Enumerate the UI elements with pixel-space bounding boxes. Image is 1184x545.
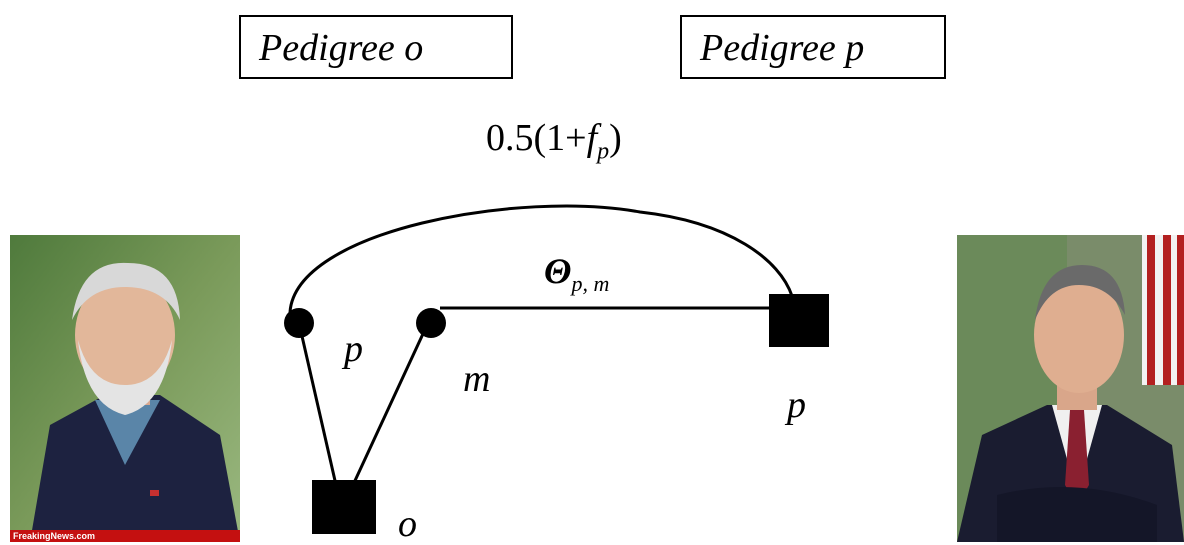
- node-o-male: [312, 480, 376, 534]
- node-p-female: [284, 308, 314, 338]
- relationship-arc: [288, 204, 794, 313]
- node-p-male: [769, 294, 829, 347]
- portrait-photo-icon: FreakingNews.com: [10, 235, 240, 542]
- theta-sub: p, m: [571, 271, 610, 297]
- formula-sub: p: [597, 138, 610, 165]
- formula-prefix: 0.5(1+: [486, 117, 587, 159]
- portrait-left-image: [10, 235, 240, 542]
- descent-line-p: [297, 322, 338, 486]
- watermark-text: FreakingNews.com: [10, 530, 240, 542]
- kinship-coefficient: Θp, m: [544, 250, 609, 297]
- formula-var: f: [586, 117, 598, 159]
- pedigree-p-box: Pedigree p: [680, 15, 946, 79]
- formula-suffix: ): [609, 117, 622, 159]
- label-p-left: p: [344, 328, 363, 370]
- inbreeding-formula: 0.5(1+fp): [486, 116, 622, 166]
- descent-line-m: [351, 322, 430, 486]
- label-p-right: p: [787, 384, 806, 426]
- portrait-photo-icon: [957, 235, 1184, 542]
- label-o: o: [398, 503, 417, 545]
- pedigree-o-box: Pedigree o: [239, 15, 513, 79]
- label-m: m: [463, 358, 491, 400]
- theta-symbol: Θ: [544, 251, 572, 291]
- portrait-right-image: [957, 235, 1184, 542]
- node-m-female: [416, 308, 446, 338]
